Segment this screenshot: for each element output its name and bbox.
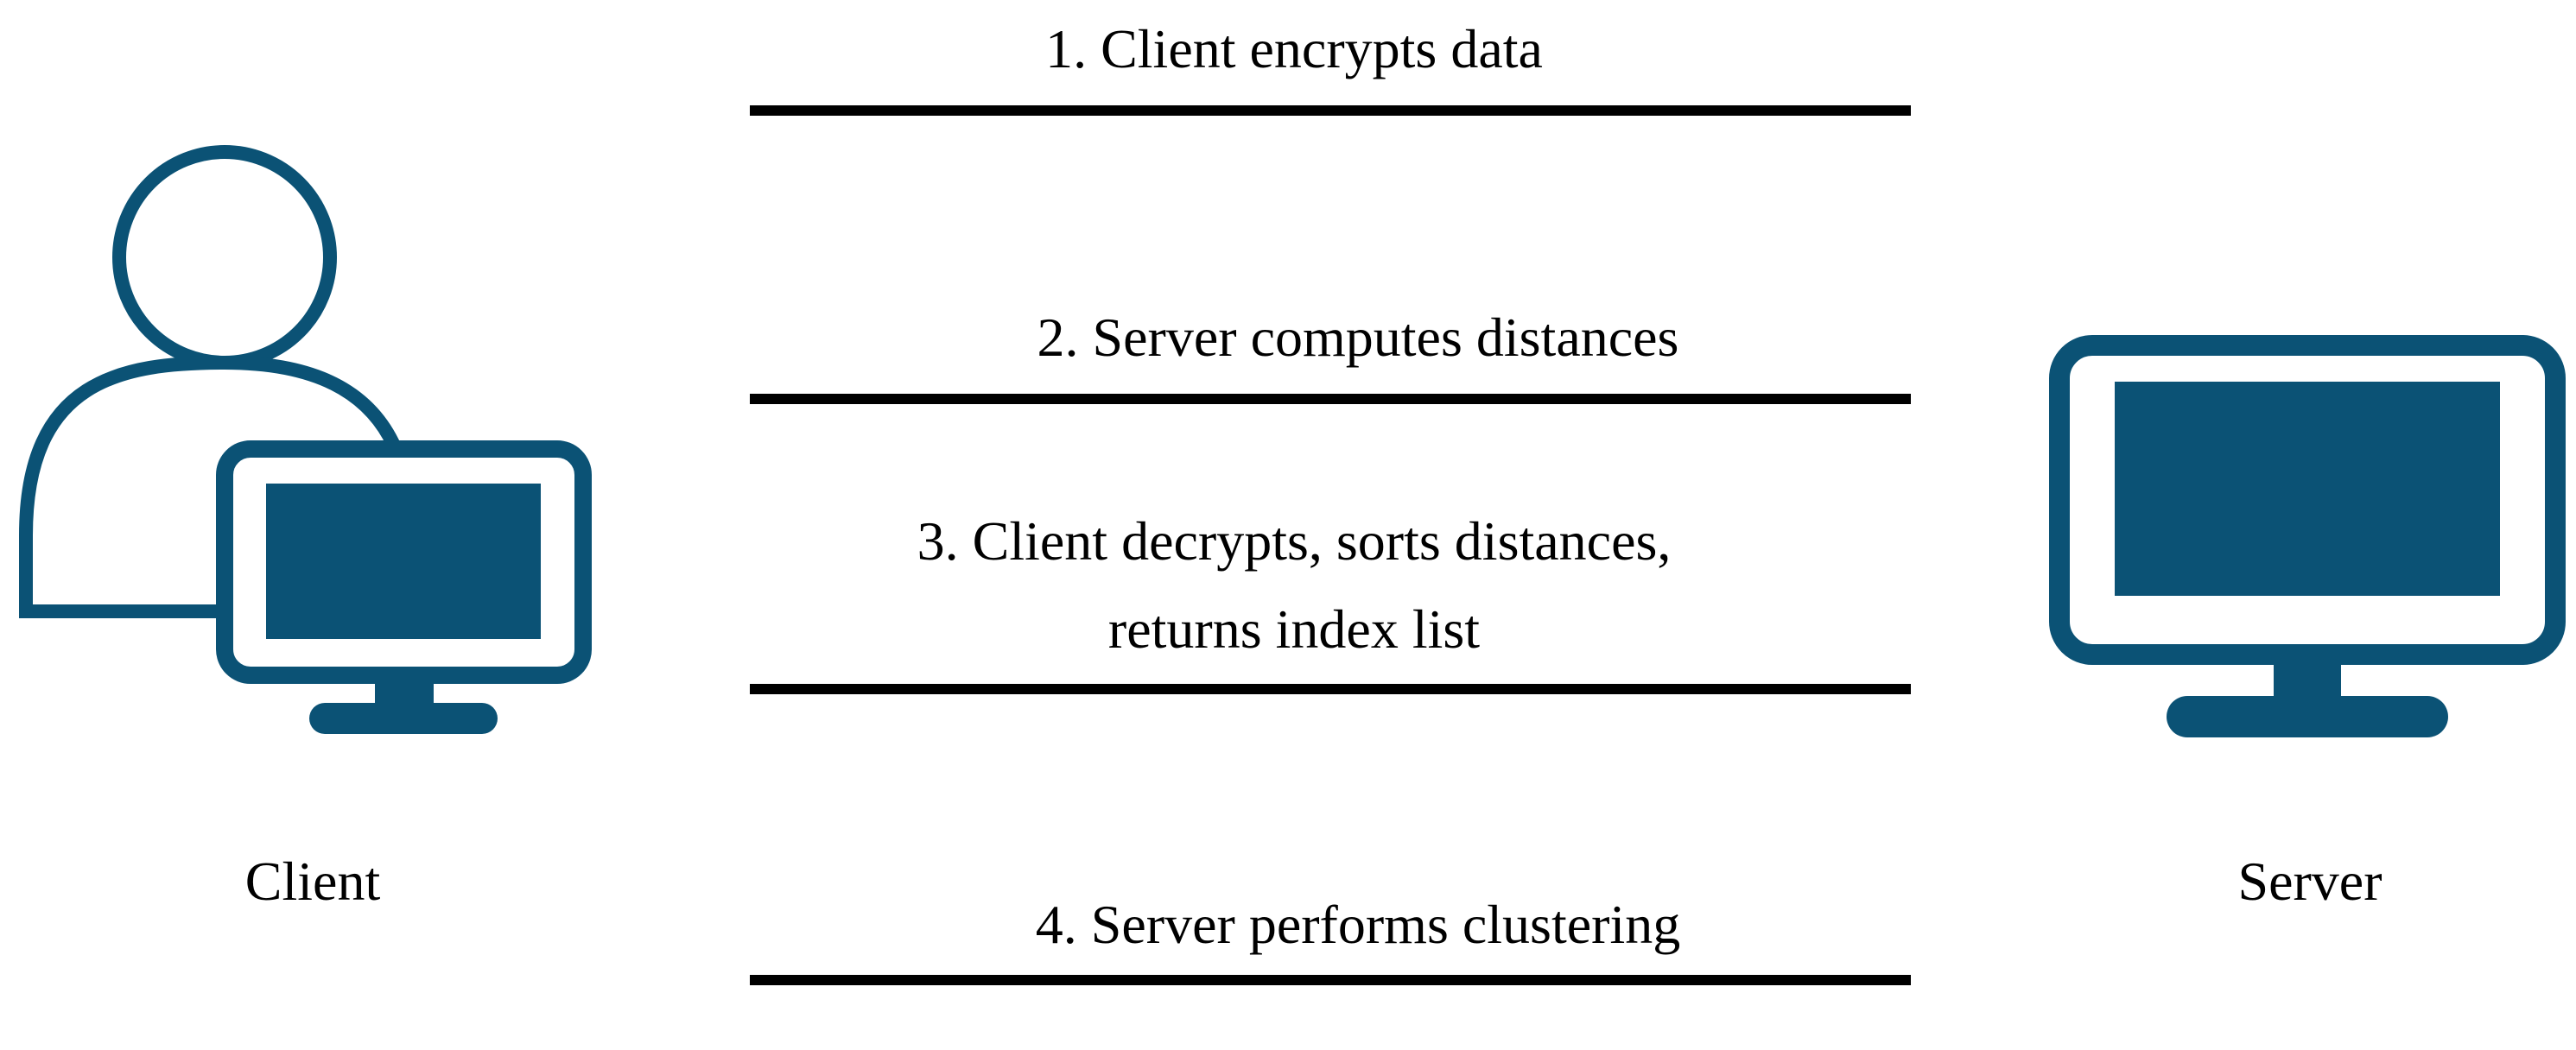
step-3-label-line-2: returns index list: [1108, 598, 1480, 660]
step-2-label: 2. Server computes distances: [1037, 307, 1679, 368]
client-label: Client: [245, 851, 381, 912]
server-label: Server: [2237, 851, 2382, 912]
client-monitor-base: [309, 703, 498, 734]
client-monitor-screen: [266, 484, 541, 639]
server-monitor-stand: [2274, 652, 2341, 704]
step-4-label: 4. Server performs clustering: [1036, 894, 1680, 955]
server-monitor-screen: [2115, 382, 2500, 596]
client-monitor-stand: [375, 674, 434, 706]
server-monitor-base: [2167, 696, 2448, 737]
step-1-label: 1. Client encrypts data: [1045, 18, 1543, 79]
monitor-icon: [2049, 335, 2566, 737]
person-head: [112, 145, 337, 370]
step-3-label-line-1: 3. Client decrypts, sorts distances,: [917, 510, 1672, 572]
user-with-monitor-icon: [19, 145, 592, 734]
person-body: [19, 355, 404, 611]
